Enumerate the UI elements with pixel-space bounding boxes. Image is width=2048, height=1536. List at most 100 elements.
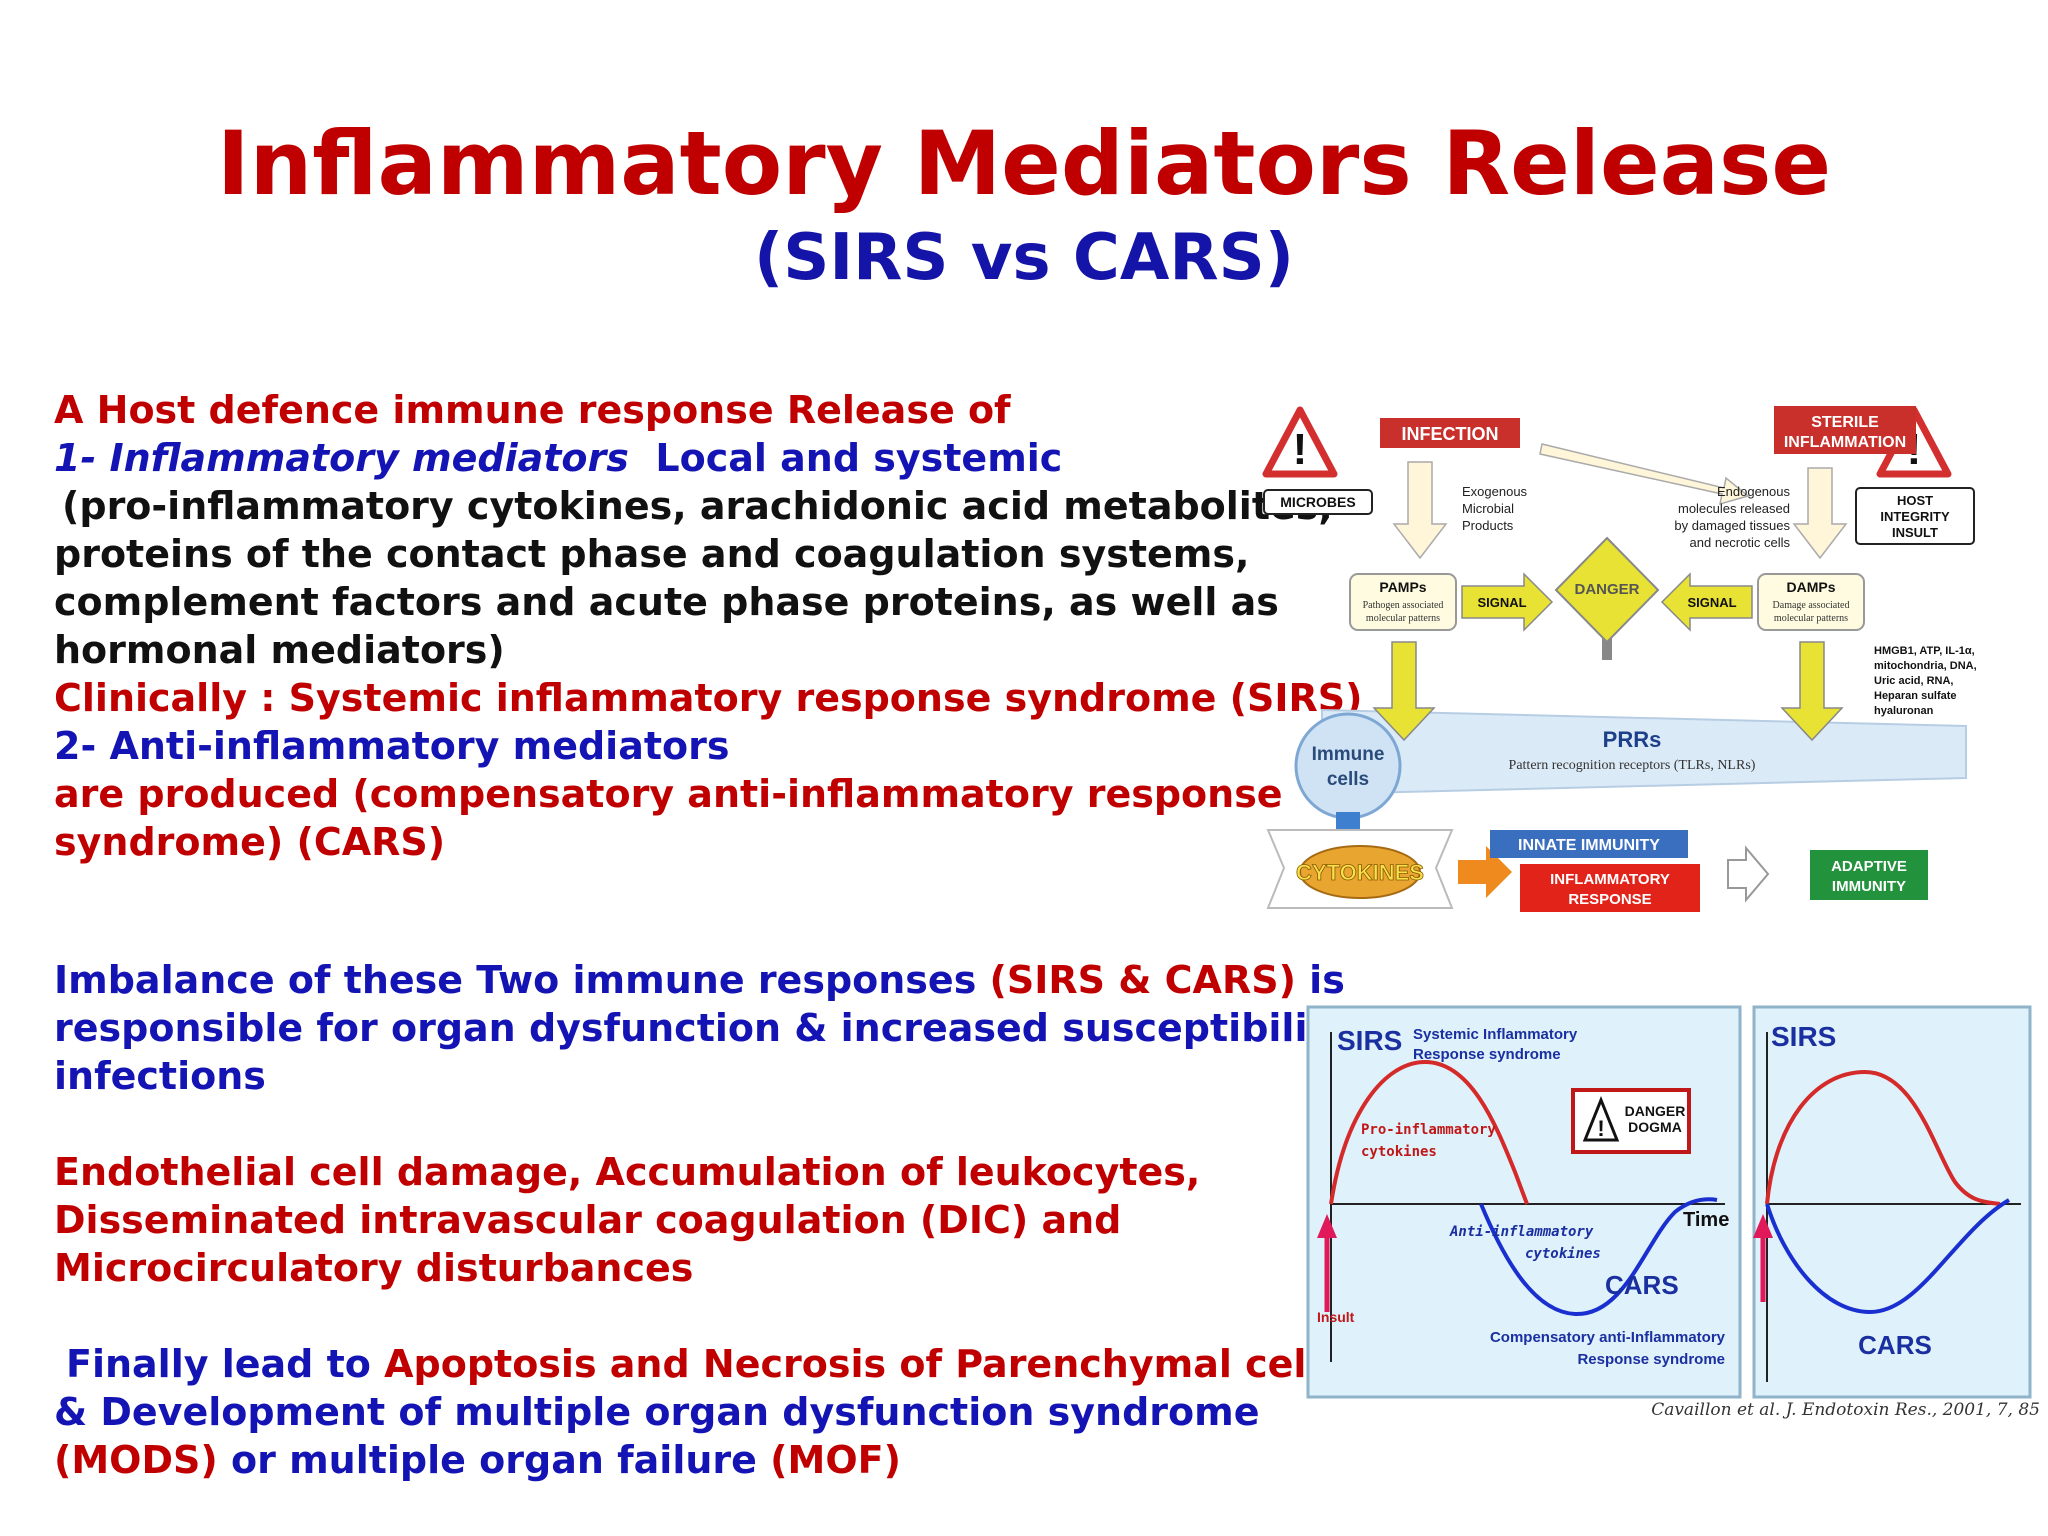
text-line: Imbalance of these Two immune responses … — [54, 956, 1345, 1004]
sirs-desc-1: Systemic Inflammatory — [1413, 1026, 1578, 1043]
text-line: A Host defence immune response Release o… — [54, 388, 1011, 432]
damps-text: DAMPs — [1786, 579, 1835, 595]
host-text-3: INSULT — [1892, 525, 1938, 540]
text-line: (pro-inflammatory cytokines, arachidonic… — [62, 484, 1333, 528]
text-line: hormonal mediators) — [54, 628, 505, 672]
text-span: Local and systemic — [655, 436, 1063, 480]
inflam-text-1: INFLAMMATORY — [1550, 871, 1670, 888]
endo-text-1: Endogenous — [1717, 484, 1791, 499]
crossover-arrow — [1539, 443, 1750, 506]
immune-text-1: Immune — [1312, 744, 1385, 765]
innate-text: INNATE IMMUNITY — [1518, 837, 1660, 854]
adaptive-text-1: ADAPTIVE — [1831, 858, 1907, 875]
danger-dogma-2: DOGMA — [1628, 1119, 1682, 1135]
down-arrow-left — [1392, 461, 1448, 560]
text-span: Finally lead to — [66, 1342, 385, 1386]
svg-text:!: ! — [1597, 1116, 1604, 1141]
text-line: (MODS) or multiple organ failure (MOF) — [54, 1436, 901, 1484]
cars-label: CARS — [1605, 1270, 1679, 1300]
sirs-cars-curves: SIRS Systemic Inflammatory Response synd… — [1306, 1005, 2032, 1399]
pro-text-1: Pro-inflammatory — [1361, 1122, 1496, 1138]
pamps-box — [1349, 573, 1457, 631]
exo-text-3: Products — [1462, 518, 1514, 533]
immune-text-2: cells — [1327, 769, 1369, 790]
text-line: complement factors and acute phase prote… — [54, 580, 1279, 624]
microbes-text: MICROBES — [1280, 494, 1355, 510]
hmgb-text-5: hyaluronan — [1874, 705, 1934, 717]
cytokines-text: CYTOKINES — [1296, 860, 1424, 885]
hmgb-text-2: mitochondria, DNA, — [1874, 660, 1977, 672]
text-line: responsible for organ dysfunction & incr… — [54, 1006, 1408, 1050]
text-line: Microcirculatory disturbances — [54, 1246, 694, 1290]
text-span: or multiple organ failure — [217, 1438, 771, 1482]
hmgb-text-4: Heparan sulfate — [1874, 690, 1957, 702]
hmgb-text-3: Uric acid, RNA, — [1874, 675, 1953, 687]
pamps-text: PAMPs — [1379, 579, 1426, 595]
danger-dogma-1: DANGER — [1625, 1103, 1686, 1119]
endo-text-2: molecules released — [1678, 501, 1790, 516]
slide-subtitle: (SIRS vs CARS) — [753, 221, 1295, 295]
text-line: Clinically : Systemic inflammatory respo… — [54, 676, 1363, 720]
cars-desc-1: Compensatory anti-Inflammatory — [1490, 1329, 1726, 1346]
damps-box — [1757, 573, 1865, 631]
text-span: (MOF) — [770, 1438, 901, 1482]
sirs-label: SIRS — [1337, 1025, 1402, 1056]
text-line: are produced (compensatory anti-inflamma… — [54, 772, 1283, 816]
adaptive-label — [1810, 850, 1928, 900]
cars-curve-right — [1765, 1198, 2011, 1315]
sterile-text-2: INFLAMMATION — [1784, 434, 1906, 451]
innate-label — [1490, 830, 1688, 858]
white-arrow — [1727, 845, 1770, 903]
pamps-desc-1: Pathogen associated — [1363, 600, 1444, 611]
sterile-text-1: STERILE — [1811, 414, 1879, 431]
signal-left-text: SIGNAL — [1477, 595, 1526, 610]
time-label: Time — [1683, 1209, 1729, 1231]
danger-dogma-sign: ! DANGER DOGMA — [1571, 1088, 1691, 1154]
sirs-curve-right — [1765, 1069, 2001, 1206]
pamps-desc-2: molecular patterns — [1366, 613, 1440, 624]
anti-inflammatory-curve — [1479, 1197, 1718, 1317]
anti-text-1: Anti-inflammatory — [1449, 1224, 1594, 1240]
slide-title: Inflammatory Mediators Release — [216, 112, 1832, 215]
text-line: Endothelial cell damage, Accumulation of… — [54, 1150, 1201, 1194]
pro-inflammatory-curve — [1329, 1059, 1529, 1205]
cars-label-right: CARS — [1858, 1330, 1932, 1360]
text-span: (MODS) — [54, 1438, 218, 1482]
signal-right-text: SIGNAL — [1687, 595, 1736, 610]
host-box — [1855, 487, 1975, 545]
adaptive-text-2: IMMUNITY — [1832, 878, 1906, 895]
yellow-arrow-left — [1372, 641, 1436, 742]
insult-label: Insult — [1317, 1309, 1355, 1325]
endo-text-4: and necrotic cells — [1690, 535, 1791, 550]
danger-sign-icon — [1554, 536, 1660, 644]
inflam-text-2: RESPONSE — [1568, 891, 1651, 908]
prrs-desc: Pattern recognition receptors (TLRs, NLR… — [1509, 758, 1756, 773]
hmgb-text-1: HMGB1, ATP, IL-1α, — [1874, 645, 1975, 657]
inflammatory-response-label — [1520, 864, 1700, 912]
text-line: syndrome) (CARS) — [54, 820, 446, 864]
prrs-text: PRRs — [1603, 727, 1662, 752]
text-line: infections — [54, 1054, 266, 1098]
damps-desc-1: Damage associated — [1773, 600, 1850, 611]
down-arrow-right — [1792, 467, 1848, 560]
orange-arrow — [1458, 846, 1512, 898]
sirs-label-right: SIRS — [1771, 1021, 1836, 1052]
danger-post — [1602, 630, 1612, 660]
endo-text-3: by damaged tissues — [1674, 518, 1790, 533]
yellow-arrow-right — [1780, 641, 1844, 742]
insult-arrow-icon — [1317, 1214, 1337, 1238]
microbes-box — [1263, 489, 1373, 515]
text-line: proteins of the contact phase and coagul… — [54, 532, 1250, 576]
sirs-desc-2: Response syndrome — [1413, 1046, 1561, 1063]
text-span: is — [1295, 958, 1345, 1002]
text-span: Apoptosis and Necrosis of Parenchymal ce… — [384, 1342, 1343, 1386]
anti-text-2: cytokines — [1525, 1246, 1601, 1262]
text-line: 2- Anti-inflammatory mediators — [54, 724, 730, 768]
exo-text-2: Microbial — [1462, 501, 1514, 516]
signal-arrow-left — [1461, 572, 1554, 632]
text-line: & Development of multiple organ dysfunct… — [54, 1390, 1260, 1434]
cytokines-blob — [1299, 845, 1421, 899]
citation: Cavaillon et al. J. Endotoxin Res., 2001… — [1651, 1400, 2040, 1420]
infection-text: INFECTION — [1402, 424, 1499, 444]
text-span: (SIRS & CARS) — [989, 958, 1296, 1002]
